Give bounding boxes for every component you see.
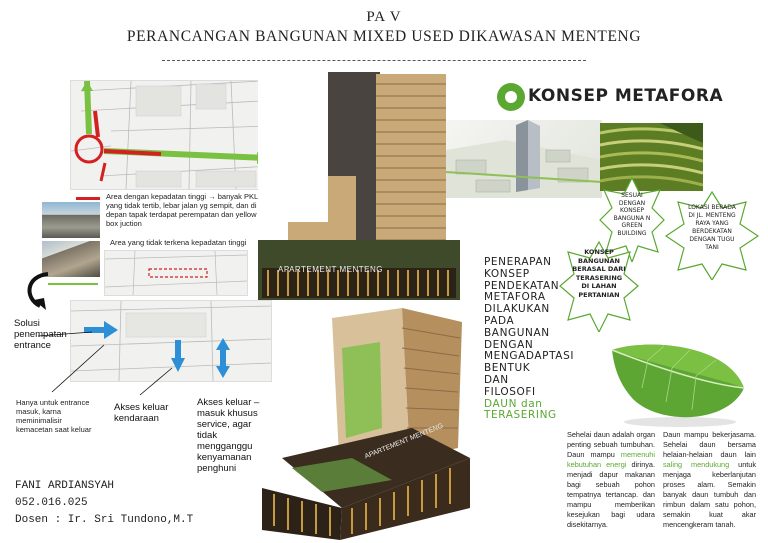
concept-main-text: PENERAPAN KONSEP PENDEKATAN METAFORA DIL… xyxy=(484,256,573,422)
green-building-star: SESUAI DENGAN KONSEP BANGUNA N GREEN BUI… xyxy=(598,176,666,262)
lecturer: Dosen : Ir. Sri Tundono,M.T xyxy=(15,514,194,526)
entrance-note: Hanya untuk entrance masuk, karna memini… xyxy=(16,398,92,434)
concept-logo-icon xyxy=(497,83,525,111)
red-legend-line xyxy=(76,197,100,200)
student-id: 052.016.025 xyxy=(15,497,88,509)
render-top-label: APARTEMENT MENTENG xyxy=(278,265,384,274)
rice-terrace-photo xyxy=(600,123,703,191)
leaf-paragraph-2: Daun mampu bekerjasama. Sehelai daun ber… xyxy=(663,430,756,530)
leaf-image xyxy=(608,338,748,430)
vehicle-exit-label: Akses keluar kendaraan xyxy=(114,402,169,424)
red-road-north xyxy=(93,110,100,138)
density-legend-text: Area dengan kepadatan tinggi → banyak PK… xyxy=(106,192,258,228)
location-star: LOKASI BERADA DI JL. MENTENG RAYA YANG B… xyxy=(664,190,760,280)
density-map-caption: Area yang tidak terkena kepadatan tinggi xyxy=(110,238,247,247)
photo-underline xyxy=(48,283,98,285)
red-road-east xyxy=(103,149,162,156)
service-arrow-icon xyxy=(216,338,230,378)
star2-text: LOKASI BERADA DI JL. MENTENG RAYA YANG B… xyxy=(688,204,736,251)
leaf-p2-b: untuk menjaga keberlanjutan proses alam.… xyxy=(663,460,756,529)
street-photo-2 xyxy=(42,241,100,277)
building-render-bottom: APARTEMENT MENTENG xyxy=(262,308,470,540)
leaf-p1-green: memenuhi kebutuhan energi xyxy=(567,450,655,469)
density-map xyxy=(104,250,248,296)
street-photo-1 xyxy=(42,202,100,238)
title-divider xyxy=(162,60,586,61)
star3-text: KONSEP BANGUNAN BERASAL DARI TERASERING … xyxy=(572,248,626,299)
service-exit-label: Akses keluar – masuk khusus service, aga… xyxy=(197,397,260,474)
site-map-top xyxy=(70,80,272,190)
low-density-area xyxy=(148,268,208,278)
solution-entrance-label: Solusi penempatan entrance xyxy=(14,318,67,351)
chapter-heading: PA V xyxy=(366,9,402,25)
building-render-top: APARTEMENT MENTENG xyxy=(258,72,460,300)
star1-text: SESUAI DENGAN KONSEP BANGUNA N GREEN BUI… xyxy=(613,192,651,237)
site-massing-image xyxy=(446,120,602,198)
entrance-arrow-icon xyxy=(84,321,118,339)
terracing-star: KONSEP BANGUNAN BERASAL DARI TERASERING … xyxy=(558,240,640,332)
leaf-p1-a: Sehelai daun adalah organ penting sebuah… xyxy=(567,430,655,459)
concept-main-body: PENERAPAN KONSEP PENDEKATAN METAFORA DIL… xyxy=(484,256,575,398)
concept-title: KONSEP METAFORA xyxy=(528,86,724,106)
red-road-south xyxy=(99,162,107,182)
author-name: FANI ARDIANSYAH xyxy=(15,480,115,492)
page-title: PERANCANGAN BANGUNAN MIXED USED DIKAWASA… xyxy=(126,28,642,45)
leaf-p1-b: dirinya. menjadi dapur makanan bagi sebu… xyxy=(567,460,655,529)
curved-arrow-icon xyxy=(27,272,49,310)
leaf-p2-green: saling mendukung xyxy=(663,460,730,469)
leaf-paragraph-1: Sehelai daun adalah organ penting sebuah… xyxy=(567,430,655,530)
concept-highlight: DAUN dan TERASERING xyxy=(484,397,557,422)
roundabout xyxy=(74,134,104,164)
vehicle-exit-arrow-icon xyxy=(171,340,185,372)
leaf-p2-a: Daun mampu bekerjasama. Sehelai daun ber… xyxy=(663,430,756,459)
